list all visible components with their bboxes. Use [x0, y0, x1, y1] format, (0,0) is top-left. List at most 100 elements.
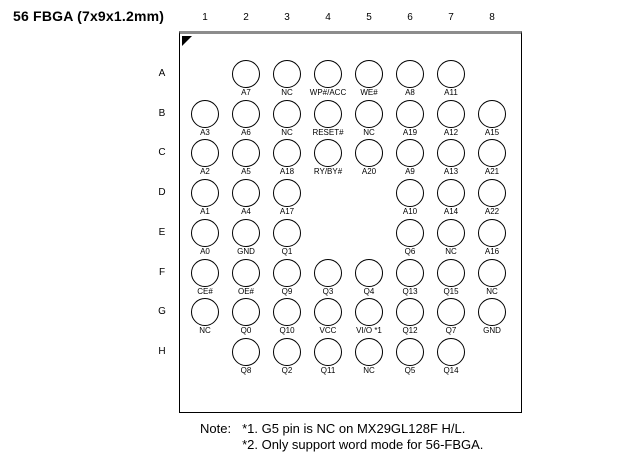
ball-label-C2: A5 [241, 167, 251, 177]
ball-B7 [437, 99, 465, 128]
ball-label-B3: NC [281, 127, 293, 137]
ball-label-F4: Q3 [322, 286, 334, 296]
ball-C5 [355, 139, 383, 168]
ball-label-C1: A2 [200, 167, 210, 177]
ball-label-B4: RESET# [312, 127, 344, 137]
ball-label-E3: Q1 [281, 246, 293, 256]
ball-H7 [437, 337, 465, 366]
ball-label-E1: A0 [200, 246, 210, 256]
ball-label-C3: A18 [279, 167, 295, 177]
ball-label-A3: NC [281, 88, 293, 97]
note-line-1: *1. G5 pin is NC on MX29GL128F H/L. [242, 421, 466, 436]
ball-label-A7: A11 [444, 88, 458, 97]
ball-label-H6: Q5 [404, 365, 416, 375]
ball-label-C5: A20 [361, 167, 377, 177]
package-title: 56 FBGA (7x9x1.2mm) [13, 8, 165, 24]
ball-B3 [273, 99, 301, 128]
row-header-H: H [158, 345, 166, 357]
ball-label-G7: Q7 [445, 326, 457, 336]
ball-C8 [478, 139, 506, 168]
ball-F5 [355, 258, 383, 287]
row-header-G: G [158, 306, 166, 318]
ball-G8 [478, 298, 506, 327]
ball-B8 [478, 99, 506, 128]
column-header-2: 2 [243, 12, 249, 23]
ball-label-G8: GND [483, 326, 501, 336]
ball-B6 [396, 99, 424, 128]
pin1-marker-icon [182, 36, 192, 46]
ball-H6 [396, 337, 424, 366]
ball-label-F3: Q9 [281, 286, 293, 296]
ball-D1 [191, 179, 219, 208]
row-header-B: B [158, 107, 166, 119]
ball-label-A5: WE# [360, 88, 378, 97]
ball-C2 [232, 139, 260, 168]
ball-label-H2: Q8 [240, 365, 252, 375]
ball-label-H3: Q2 [281, 365, 293, 375]
row-header-E: E [158, 226, 166, 238]
ball-F2 [232, 258, 260, 287]
ball-label-D2: A4 [241, 207, 251, 217]
ball-label-F1: CE# [197, 286, 213, 296]
column-header-4: 4 [325, 12, 331, 23]
ball-G4 [314, 298, 342, 327]
ball-B4 [314, 99, 342, 128]
ball-label-C6: A9 [405, 167, 415, 177]
ball-C4 [314, 139, 342, 168]
ball-E7 [437, 218, 465, 247]
note-lines: *1. G5 pin is NC on MX29GL128F H/L. *2. … [242, 421, 483, 452]
ball-label-B7: A12 [443, 127, 459, 137]
ball-label-B8: A15 [484, 127, 500, 137]
ball-D7 [437, 179, 465, 208]
ball-label-D6: A10 [402, 207, 418, 217]
ball-C6 [396, 139, 424, 168]
ball-A3 [273, 60, 301, 88]
ball-label-G2: Q0 [240, 326, 252, 336]
ball-label-B5: NC [363, 127, 375, 137]
ball-F3 [273, 258, 301, 287]
ball-label-F8: NC [486, 286, 498, 296]
ball-F4 [314, 258, 342, 287]
note-label: Note: [200, 421, 232, 436]
ball-H3 [273, 337, 301, 366]
ball-G2 [232, 298, 260, 327]
ball-G7 [437, 298, 465, 327]
ball-label-A6: A8 [405, 88, 415, 97]
ball-E1 [191, 218, 219, 247]
ball-label-E2: GND [237, 246, 255, 256]
column-header-6: 6 [407, 12, 413, 23]
ball-label-A2: A7 [241, 88, 251, 97]
ball-A5 [355, 60, 383, 88]
ball-label-G4: VCC [319, 326, 337, 336]
column-header-5: 5 [366, 12, 372, 23]
ball-B2 [232, 99, 260, 128]
ball-label-F7: Q15 [443, 286, 459, 296]
column-header-7: 7 [448, 12, 454, 23]
ball-label-D8: A22 [484, 207, 500, 217]
ball-label-E6: Q6 [404, 246, 416, 256]
ball-label-F2: OE# [237, 286, 254, 296]
ball-label-E8: A16 [484, 246, 500, 256]
ball-F1 [191, 258, 219, 287]
ball-label-C7: A13 [443, 167, 459, 177]
ball-label-B2: A6 [241, 127, 251, 137]
ball-C7 [437, 139, 465, 168]
row-header-A: A [158, 68, 166, 79]
ball-F8 [478, 258, 506, 287]
note-line-2: *2. Only support word mode for 56-FBGA. [242, 436, 484, 452]
ball-label-F5: Q4 [363, 286, 375, 296]
ball-G6 [396, 298, 424, 327]
ball-B1 [191, 99, 219, 128]
row-header-D: D [158, 187, 166, 199]
ball-label-D1: A1 [200, 207, 210, 217]
ball-A6 [396, 60, 424, 88]
ball-label-H5: NC [363, 365, 375, 375]
ball-label-D3: A17 [279, 207, 295, 217]
column-header-8: 8 [489, 12, 495, 23]
ball-E3 [273, 218, 301, 247]
note-block: Note: *1. G5 pin is NC on MX29GL128F H/L… [200, 421, 483, 452]
column-header-3: 3 [284, 12, 290, 23]
ball-label-B1: A3 [200, 127, 210, 137]
ball-D3 [273, 179, 301, 208]
ball-A4 [314, 60, 342, 88]
